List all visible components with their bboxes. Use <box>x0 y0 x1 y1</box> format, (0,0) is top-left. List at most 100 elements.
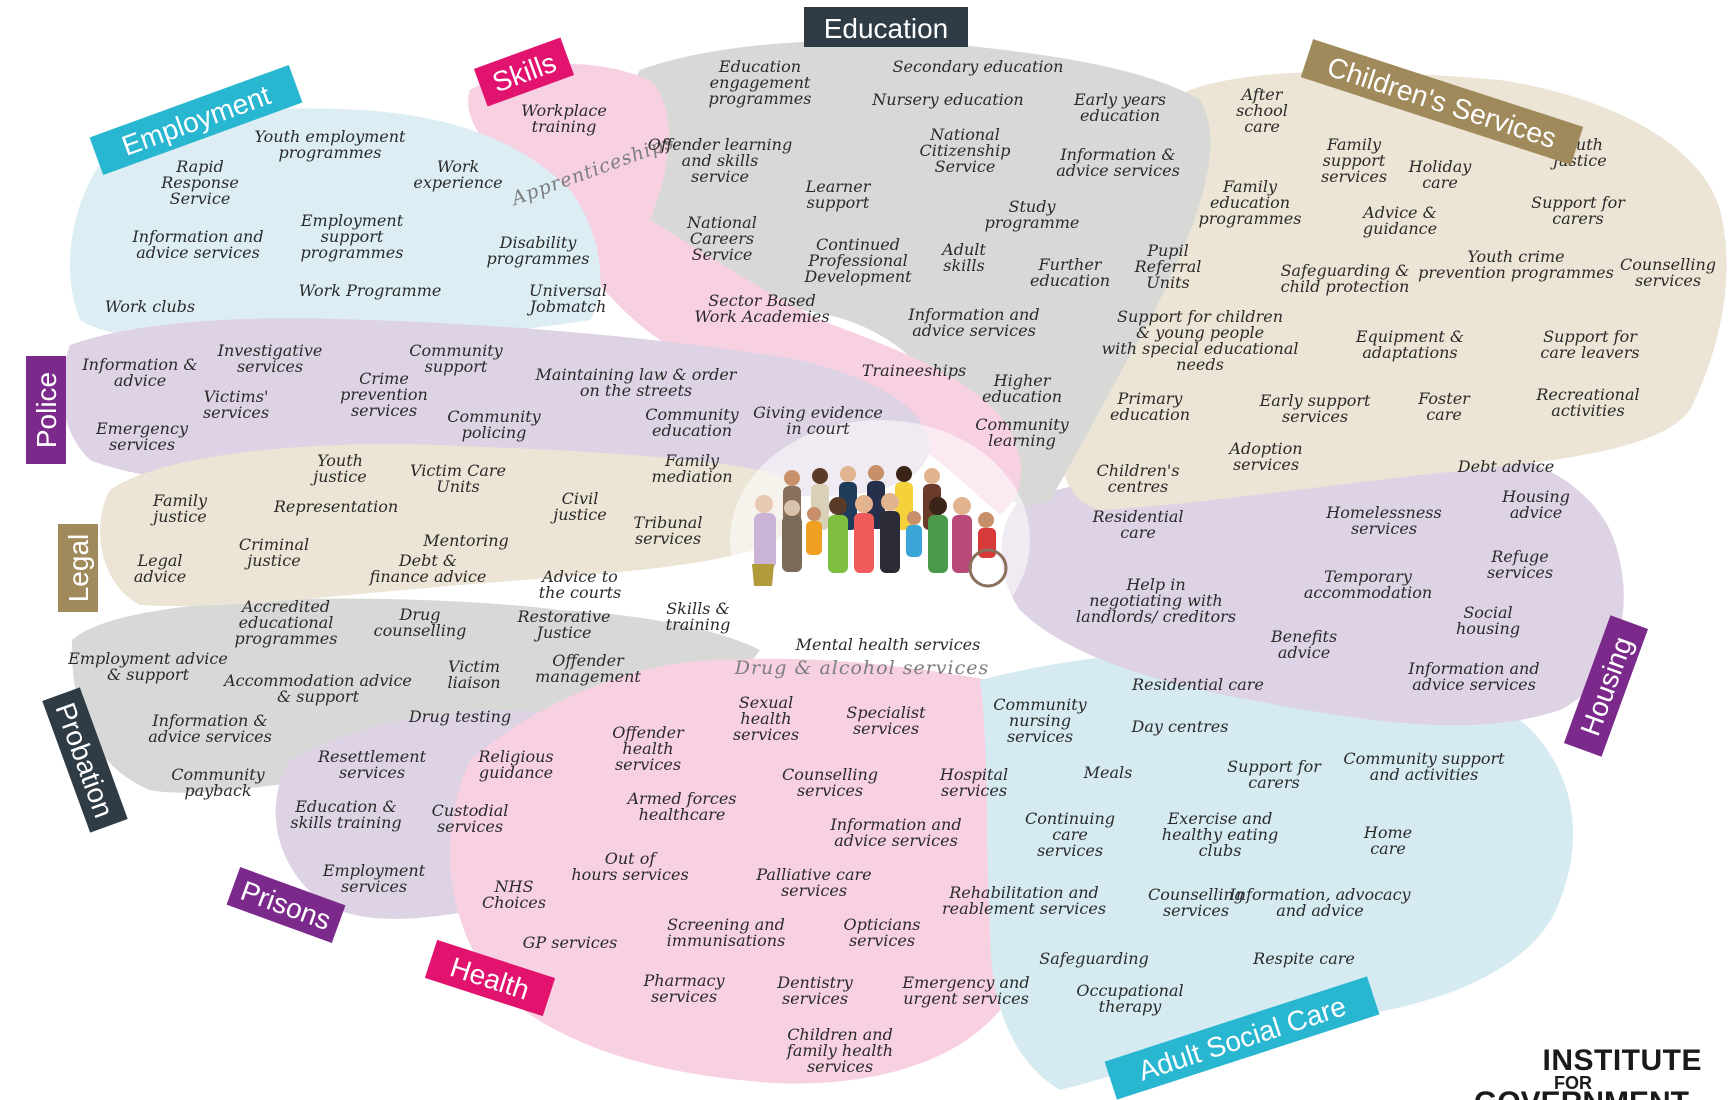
service-probation-debt-finance-advice: Debt &finance advice <box>369 551 487 586</box>
service-education-traineeships: Traineeships <box>862 361 966 380</box>
service-probation-information-advice-services: Information &advice services <box>148 711 272 746</box>
service-employment-work-programme: Work Programme <box>299 281 442 300</box>
service-prisons-education-skills-training: Education &skills training <box>290 797 401 832</box>
service-probation-employment-advice-support: Employment advice& support <box>67 649 228 684</box>
service-education-nursery-education: Nursery education <box>871 90 1023 109</box>
service-adult-social-care-residential-care: Residential care <box>1131 675 1264 694</box>
logo-line-1: INSTITUTE <box>1542 1046 1702 1077</box>
region-employment <box>70 108 601 341</box>
region-adult-social-care <box>980 650 1574 1090</box>
service-health-gp-services: GP services <box>523 933 618 952</box>
svg-text:Education: Education <box>824 13 949 44</box>
service-childrens-services-equipment-adaptations: Equipment &adaptations <box>1355 327 1464 362</box>
logo-line-3: GOVERNMENT <box>1474 1088 1689 1100</box>
svg-text:Police: Police <box>31 372 62 448</box>
tag-legal: Legal <box>58 524 98 612</box>
service-adult-social-care-safeguarding: Safeguarding <box>1039 949 1149 968</box>
service-childrens-services-advice-guidance: Advice &guidance <box>1361 203 1437 238</box>
service-probation-mentoring: Mentoring <box>422 531 509 550</box>
service-probation-accommodation-advice-support: Accommodation advice& support <box>222 671 412 706</box>
service-adult-social-care-day-centres: Day centres <box>1131 717 1229 736</box>
service-education-information-advice-services: Information &advice services <box>1056 145 1180 180</box>
service-housing-debt-advice: Debt advice <box>1457 457 1554 476</box>
region-legal <box>100 444 799 606</box>
service-legal-representation: Representation <box>273 497 398 516</box>
service-adult-social-care-respite-care: Respite care <box>1252 949 1355 968</box>
service-health-mental-health-services: Mental health services <box>795 635 981 654</box>
service-police-victims-services: Victims'services <box>203 387 269 422</box>
people-illustration <box>752 465 1008 588</box>
service-employment-work-clubs: Work clubs <box>105 297 195 316</box>
